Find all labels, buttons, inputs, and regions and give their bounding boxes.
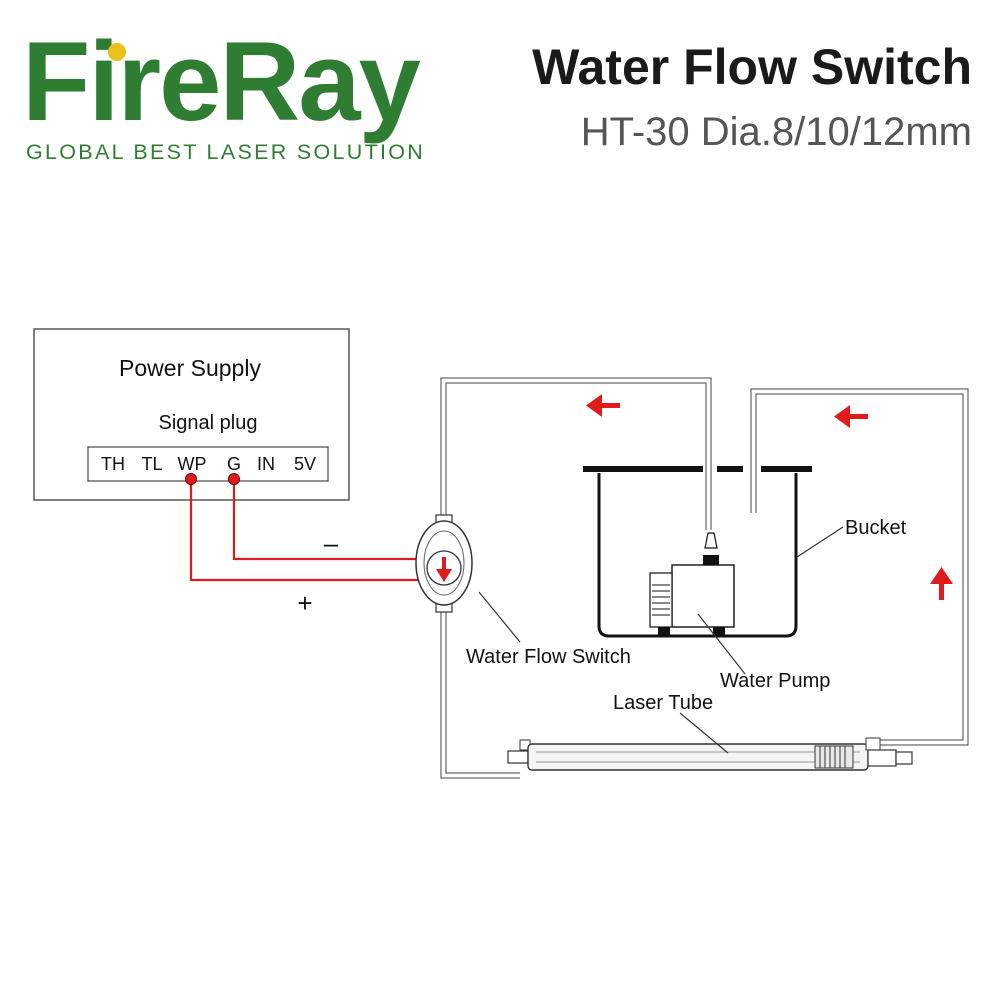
flow-switch-label: Water Flow Switch <box>466 646 631 668</box>
wire-g-negative <box>232 479 420 561</box>
arrow-down-icon <box>436 557 452 582</box>
terminal-g: G <box>227 454 241 474</box>
arrow-left-icon <box>834 405 868 428</box>
logo-text: FireRay <box>22 19 421 144</box>
bucket <box>583 466 812 638</box>
wire-wp-positive <box>189 479 420 582</box>
laser-tube-leader <box>679 712 729 754</box>
plus-label: + <box>297 588 312 618</box>
page-subtitle: HT-30 Dia.8/10/12mm <box>581 110 972 154</box>
bucket-label: Bucket <box>845 517 907 539</box>
power-supply-box: Power Supply Signal plug TH TL WP G IN 5… <box>33 328 350 501</box>
terminal-in: IN <box>257 454 275 474</box>
terminal-5v: 5V <box>294 454 316 474</box>
pump-label: Water Pump <box>720 670 830 692</box>
pump-leader <box>697 613 746 675</box>
terminal-wp-dot <box>185 473 197 485</box>
arrow-left-icon <box>586 394 620 417</box>
page-title: Water Flow Switch <box>532 39 972 95</box>
minus-label: – <box>324 528 339 558</box>
terminal-tl: TL <box>141 454 162 474</box>
signal-wires <box>189 479 420 582</box>
flame-icon <box>108 43 126 61</box>
flow-switch-leader <box>478 591 521 643</box>
laser-tube <box>507 737 913 771</box>
flow-arrows <box>586 394 953 600</box>
water-pump <box>649 532 735 635</box>
bucket-leader <box>796 526 844 558</box>
terminal-wp: WP <box>178 454 207 474</box>
arrow-up-icon <box>930 567 953 600</box>
terminal-th: TH <box>101 454 125 474</box>
fireray-logo: FireRay GLOBAL BEST LASER SOLUTION <box>22 19 425 164</box>
water-pipes <box>440 377 969 779</box>
logo-tagline: GLOBAL BEST LASER SOLUTION <box>26 140 425 164</box>
signal-plug-label: Signal plug <box>159 412 258 434</box>
water-flow-switch <box>415 514 473 613</box>
power-supply-label: Power Supply <box>119 355 261 381</box>
laser-tube-label: Laser Tube <box>613 692 713 714</box>
signal-plug <box>87 446 329 482</box>
terminal-g-dot <box>228 473 240 485</box>
